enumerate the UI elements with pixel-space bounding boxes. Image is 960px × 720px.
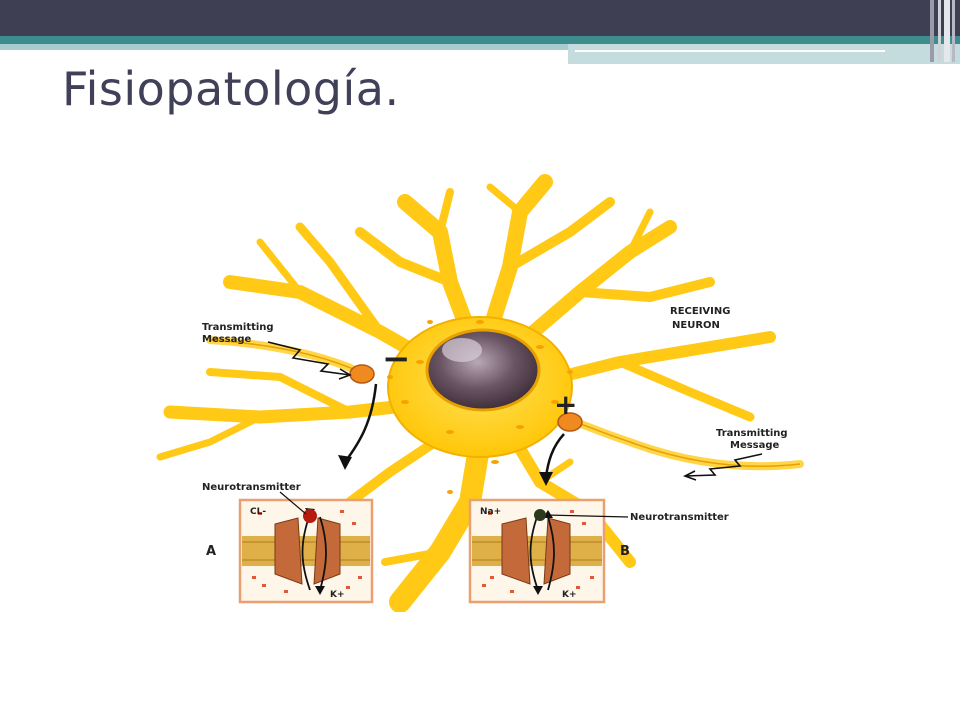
label-transmitting-right-1: Transmitting [716, 428, 788, 439]
slide-title: Fisiopatología. [62, 62, 400, 116]
pointer-neurotransmitter-right [545, 514, 629, 518]
message-arrow-left [267, 341, 352, 380]
transmitting-axon-right [557, 412, 804, 471]
header-decor-bar [938, 0, 941, 62]
label-panel-b: B [620, 544, 630, 559]
label-receiving-1: RECEIVING [670, 306, 730, 317]
label-transmitting-left-1: Transmitting [202, 322, 274, 333]
header-bar [0, 0, 960, 36]
nucleus [425, 328, 541, 412]
label-neurotransmitter-right: Neurotransmitter [630, 512, 729, 523]
label-transmitting-left-2: Message [202, 334, 252, 345]
header-accent-band [0, 36, 960, 44]
message-arrow-right [682, 453, 763, 481]
arrow-to-inset-a [343, 383, 378, 463]
ion-channel-inset-b: Na+ K+ [468, 498, 606, 604]
label-ion-cl: CL- [250, 507, 266, 517]
label-transmitting-right-2: Message [730, 440, 780, 451]
label-ion-k-a: K+ [330, 590, 345, 600]
header-decor-bar [952, 0, 955, 62]
transmitting-axon-left [206, 336, 375, 384]
label-receiving-2: NEURON [672, 320, 720, 331]
header-accent-line [575, 50, 885, 52]
sign-plus: + [554, 388, 577, 421]
label-panel-a: A [206, 544, 216, 559]
pointer-neurotransmitter-left [279, 491, 307, 515]
ion-channel-inset-a: CL- K+ [238, 498, 374, 604]
header-accent-strip-right [568, 44, 960, 64]
arrow-to-inset-a-head [338, 455, 352, 470]
header-decor-bar [930, 0, 934, 62]
arrow-to-inset-b-head [539, 472, 553, 486]
label-ion-na: Na+ [480, 507, 501, 517]
label-ion-k-b: K+ [562, 590, 577, 600]
header-accent-strip-left [0, 44, 568, 50]
label-neurotransmitter-left: Neurotransmitter [202, 482, 301, 493]
sign-minus: − [382, 339, 411, 379]
neuron-diagram: − + Transmitting Message RECEIVING NEURO… [156, 174, 804, 612]
header-decor-bar [944, 0, 950, 62]
